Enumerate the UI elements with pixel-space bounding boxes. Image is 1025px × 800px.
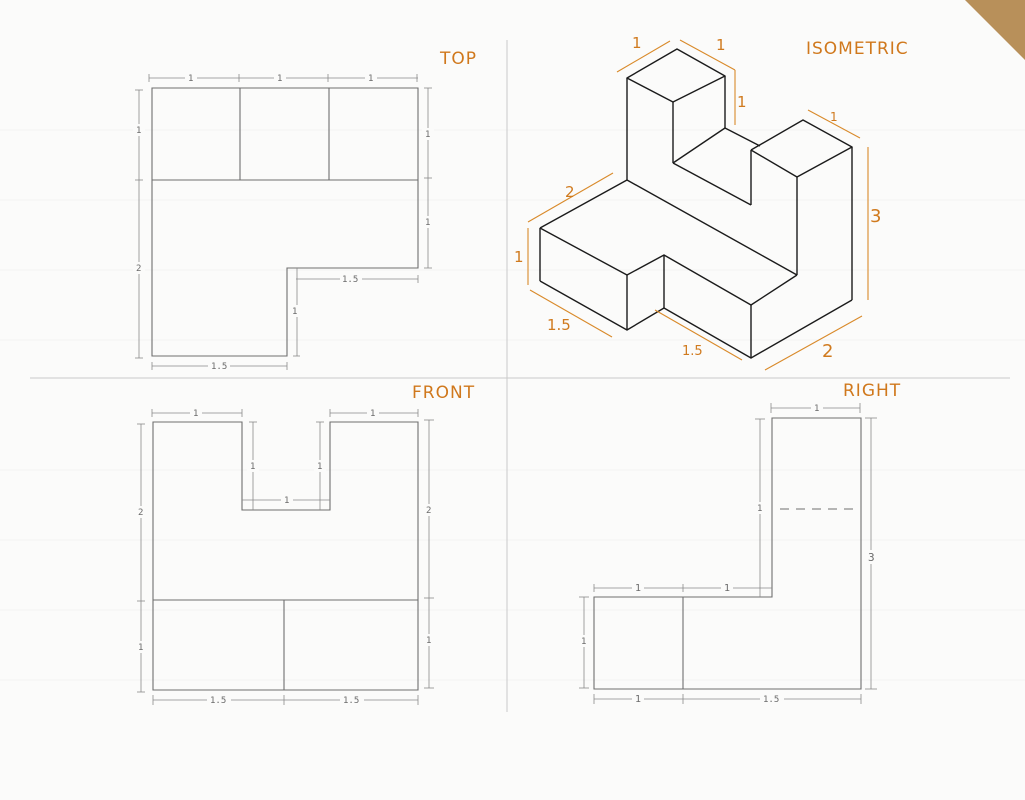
svg-text:1: 1: [136, 126, 141, 136]
svg-text:1: 1: [581, 637, 586, 647]
svg-text:1: 1: [250, 462, 255, 472]
svg-text:2: 2: [426, 506, 431, 516]
svg-text:2: 2: [136, 264, 141, 274]
svg-text:1: 1: [635, 694, 641, 705]
svg-text:2: 2: [822, 341, 833, 362]
svg-text:1: 1: [635, 583, 641, 594]
svg-text:1: 1: [370, 409, 375, 419]
svg-text:1: 1: [716, 36, 726, 54]
isometric-view: ISOMETRIC: [514, 34, 909, 371]
svg-text:2: 2: [565, 183, 575, 201]
svg-text:1: 1: [277, 74, 282, 84]
top-view-title: TOP: [439, 49, 477, 69]
svg-text:1: 1: [425, 218, 430, 228]
grid-background: [0, 129, 1025, 681]
svg-text:1: 1: [368, 74, 373, 84]
svg-text:1: 1: [138, 643, 143, 653]
svg-text:1: 1: [317, 462, 322, 472]
svg-text:3: 3: [868, 551, 875, 564]
svg-text:1: 1: [188, 74, 193, 84]
right-view-title: RIGHT: [843, 381, 901, 401]
svg-text:1: 1: [814, 404, 819, 414]
svg-text:1: 1: [514, 248, 524, 266]
front-view-title: FRONT: [412, 383, 475, 403]
svg-text:1.5: 1.5: [342, 275, 358, 285]
svg-text:1: 1: [292, 307, 297, 317]
svg-text:3: 3: [870, 206, 881, 227]
svg-text:1: 1: [426, 636, 431, 646]
front-view: FRONT 1 1 1 1 1 2 1: [135, 383, 475, 706]
svg-text:1.5: 1.5: [547, 316, 571, 334]
svg-text:1.5: 1.5: [211, 362, 227, 372]
svg-text:1: 1: [724, 583, 730, 594]
svg-text:1: 1: [737, 93, 747, 111]
svg-text:1: 1: [632, 34, 642, 52]
svg-text:2: 2: [138, 508, 143, 518]
isometric-dimensions: [527, 39, 869, 371]
svg-text:1.5: 1.5: [210, 696, 226, 706]
cardboard-corner: [965, 0, 1025, 60]
svg-text:1: 1: [757, 504, 762, 514]
svg-text:1: 1: [284, 496, 289, 506]
svg-text:1.5: 1.5: [682, 344, 703, 359]
right-view: RIGHT 1 1 3 1 1 1: [578, 381, 901, 705]
svg-text:1: 1: [193, 409, 198, 419]
top-view: TOP 1 1 1 1 2 1 1: [133, 49, 477, 372]
svg-text:1.5: 1.5: [763, 695, 779, 705]
isometric-view-title: ISOMETRIC: [806, 39, 909, 59]
svg-text:1: 1: [830, 110, 838, 124]
svg-text:1.5: 1.5: [343, 696, 359, 706]
svg-text:1: 1: [425, 130, 430, 140]
isometric-object: [539, 48, 853, 359]
